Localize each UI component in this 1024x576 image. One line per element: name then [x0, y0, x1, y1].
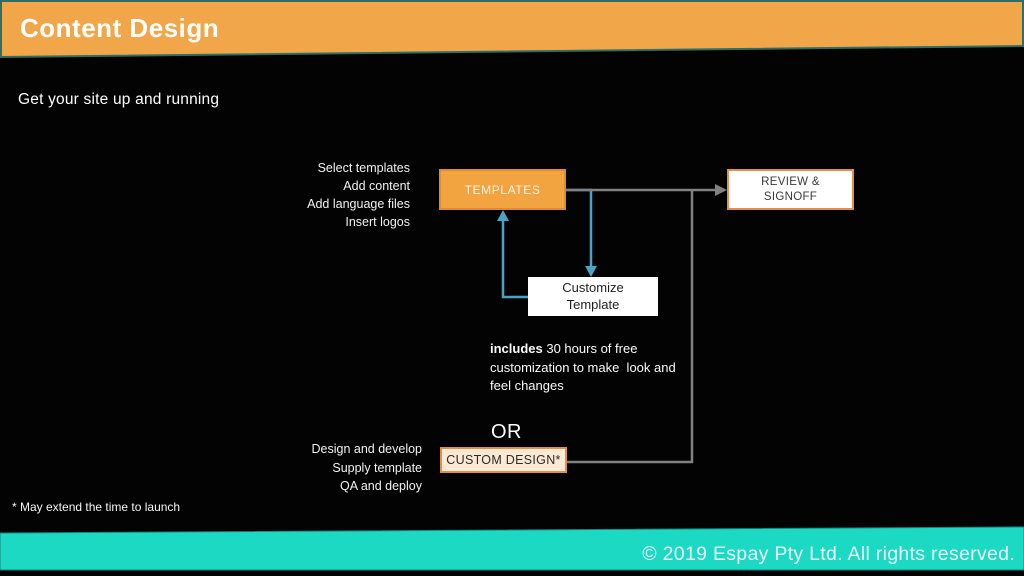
includes-note-line2: customization to make look and [490, 359, 676, 375]
list-item: Select templates [317, 161, 410, 175]
review-signoff-node: REVIEW & SIGNOFF [727, 169, 854, 210]
template-task-list: Select templates Add content Add languag… [230, 159, 410, 231]
includes-note: includes 30 hours of free customization … [490, 340, 676, 396]
list-item: QA and deploy [339, 479, 422, 493]
custom-design-to-review-connector [567, 191, 694, 464]
list-item: Add content [343, 179, 410, 193]
templates-to-customize-arrowhead-icon [585, 266, 597, 277]
list-item: Insert logos [345, 215, 410, 229]
header-band [0, 0, 1024, 59]
includes-note-bold: includes [490, 341, 543, 356]
page-title: Content Design [20, 13, 220, 43]
or-label: OR [491, 421, 522, 443]
customize-template-label-line1: Customize [562, 280, 624, 295]
customize-to-templates-arrowhead-icon [497, 210, 509, 221]
custom-task-list: Design and develop Supply template QA an… [242, 440, 423, 496]
custom-design-label: CUSTOM DESIGN* [446, 453, 561, 467]
customize-template-label-line2: Template [566, 296, 620, 312]
includes-note-line3: feel changes [490, 378, 564, 393]
list-item: Add language files [307, 197, 410, 211]
customize-template-node: Customize Template [528, 277, 658, 316]
review-signoff-label-line1: REVIEW & [761, 175, 820, 188]
slide-subtitle: Get your site up and running [18, 91, 220, 108]
customize-to-templates-connector [501, 216, 528, 299]
list-item: Supply template [332, 460, 422, 475]
templates-to-review-arrowhead-icon [715, 184, 727, 196]
templates-node: TEMPLATES [439, 169, 566, 210]
includes-note-line1: includes 30 hours of free [490, 341, 638, 356]
footnote: * May extend the time to launch [12, 500, 181, 514]
footer-copyright: © 2019 Espay Pty Ltd. All rights reserve… [642, 543, 1015, 565]
custom-design-node: CUSTOM DESIGN* [440, 447, 567, 473]
templates-node-label: TEMPLATES [464, 182, 541, 197]
list-item: Design and develop [311, 442, 423, 456]
templates-to-customize-connector [566, 188, 593, 271]
footer-band [0, 526, 1024, 571]
review-signoff-label-line2: SIGNOFF [763, 190, 818, 203]
